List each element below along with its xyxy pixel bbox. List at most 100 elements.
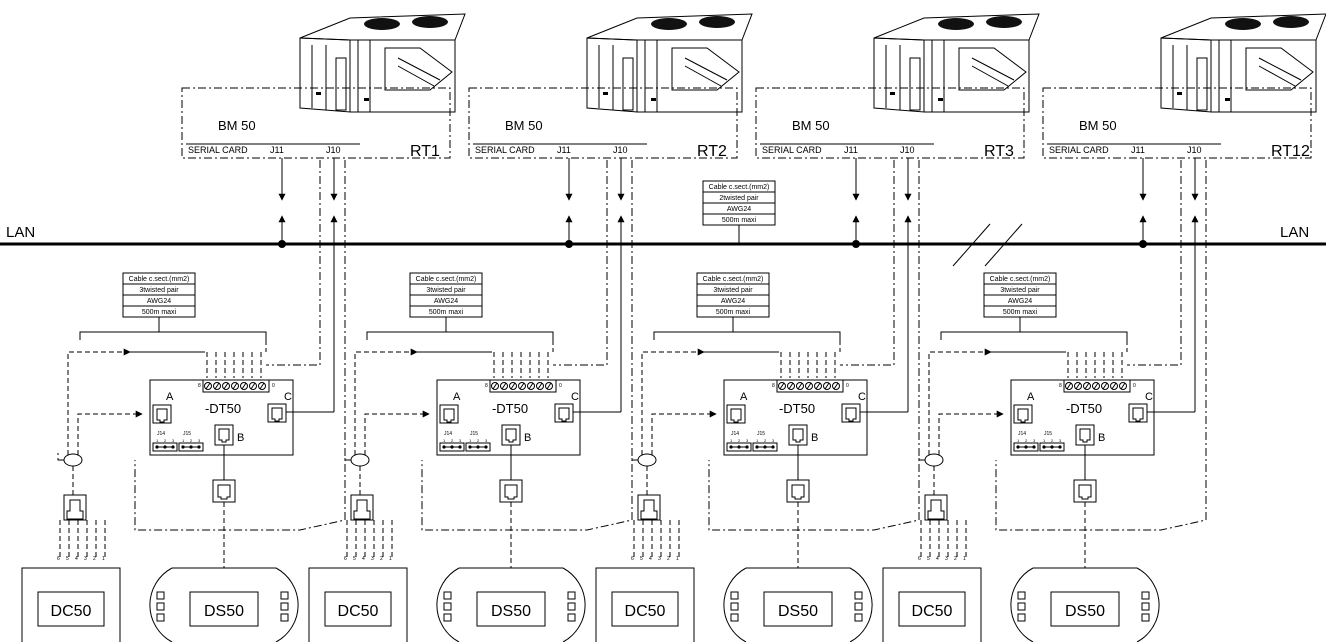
ds50-button <box>280 613 289 622</box>
ds50-button <box>1017 591 1026 600</box>
fan-icon <box>699 16 735 28</box>
port-a-label: A <box>1027 391 1035 403</box>
cable-spec-row: AWG24 <box>721 298 745 305</box>
terminal-screw <box>222 382 230 390</box>
lan-right-label: LAN <box>1280 224 1309 241</box>
ds50-label: DS50 <box>778 603 818 620</box>
j10-label: J10 <box>326 145 341 155</box>
terminal-end-label: 0 <box>272 383 275 389</box>
wire-number: 3 <box>371 556 374 562</box>
fan-icon <box>938 18 974 30</box>
fan-icon <box>412 16 448 28</box>
lan-node <box>278 240 286 248</box>
fan-icon <box>651 18 687 30</box>
port-c-label: C <box>284 391 292 403</box>
pin-label: 1 <box>1017 438 1020 443</box>
lan-node <box>852 240 860 248</box>
pin-label: 1 <box>443 438 446 443</box>
bm50-label: BM 50 <box>792 118 830 133</box>
dt50-label: -DT50 <box>779 401 815 416</box>
serial-card-label: SERIAL CARD <box>188 145 248 155</box>
wire-number: 3 <box>658 556 661 562</box>
terminal-screw <box>249 382 257 390</box>
wire-number: 4 <box>362 556 365 562</box>
j15-label: J15 <box>757 431 765 437</box>
terminal-end-label: 0 <box>1133 383 1136 389</box>
ds50-button <box>1141 613 1150 622</box>
terminal-screw <box>1101 382 1109 390</box>
port-b-label: B <box>811 432 818 444</box>
j11-label: J11 <box>557 145 571 155</box>
terminal-end-label: 8 <box>1059 383 1062 389</box>
wire-number: 3 <box>84 556 87 562</box>
cable-spec-row: AWG24 <box>1008 298 1032 305</box>
ds50-button <box>854 591 863 600</box>
fan-icon <box>986 16 1022 28</box>
pin-label: 2 <box>477 438 480 443</box>
port-c-label: C <box>571 391 579 403</box>
j15-label: J15 <box>1044 431 1052 437</box>
rooftop-unit <box>299 13 466 113</box>
ds50-button <box>1017 613 1026 622</box>
terminal-screw <box>1074 382 1082 390</box>
ds50-button <box>280 602 289 611</box>
terminal-end-label: 8 <box>485 383 488 389</box>
terminal-screw <box>787 382 795 390</box>
ds50-button <box>1017 602 1026 611</box>
j14-label: J14 <box>1018 431 1026 437</box>
dc50-label: DC50 <box>625 603 666 620</box>
dc50-device: DC50 <box>882 567 982 642</box>
cable-spec-row: 500m maxi <box>142 309 177 316</box>
terminal-screw <box>805 382 813 390</box>
terminal-end-label: 8 <box>772 383 775 389</box>
wire-number: 1 <box>389 556 392 562</box>
pin-label: 1 <box>182 438 185 443</box>
port-c-label: C <box>1145 391 1153 403</box>
j10-label: J10 <box>900 145 915 155</box>
dc50-device: DC50 <box>21 567 121 642</box>
wire-number: 5 <box>66 556 69 562</box>
terminal-screw <box>1065 382 1073 390</box>
ds50-button <box>156 591 165 600</box>
fan-icon <box>1273 16 1309 28</box>
wire-number: 2 <box>380 556 383 562</box>
j11-label: J11 <box>1131 145 1145 155</box>
pin-label: 1 <box>1043 438 1046 443</box>
terminal-screw <box>509 382 517 390</box>
terminal-screw <box>1083 382 1091 390</box>
wire-number: 6 <box>57 556 60 562</box>
wire-number: 2 <box>954 556 957 562</box>
j11-label: J11 <box>844 145 858 155</box>
dc50-device: DC50 <box>595 567 695 642</box>
terminal-screw <box>258 382 266 390</box>
ds50-button <box>567 613 576 622</box>
wire-number: 5 <box>353 556 356 562</box>
wire-number: 2 <box>667 556 670 562</box>
wire-number: 5 <box>927 556 930 562</box>
wire-number: 1 <box>676 556 679 562</box>
pin-label: 3 <box>746 438 749 443</box>
pin-label: 2 <box>451 438 454 443</box>
cable-spec-row: 3twisted pair <box>426 287 466 294</box>
lan-cable-spec-row: 500m maxi <box>722 217 757 224</box>
terminal-screw <box>213 382 221 390</box>
lan-node <box>565 240 573 248</box>
fan-icon <box>364 18 400 30</box>
port-a-label: A <box>453 391 461 403</box>
terminal-screw <box>518 382 526 390</box>
pin-label: 3 <box>198 438 201 443</box>
rooftop-label: RT1 <box>410 143 440 160</box>
lan-cable-spec-row: Cable c.sect.(mm2) <box>709 184 770 191</box>
lan-break-mark <box>952 223 991 267</box>
ds50-button <box>730 602 739 611</box>
j14-label: J14 <box>444 431 452 437</box>
ds50-button <box>567 602 576 611</box>
ds50-label: DS50 <box>204 603 244 620</box>
ds50-label: DS50 <box>1065 603 1105 620</box>
cable-spec-table: Cable c.sect.(mm2)3twisted pairAWG24500m… <box>696 272 770 318</box>
terminal-end-label: 0 <box>846 383 849 389</box>
